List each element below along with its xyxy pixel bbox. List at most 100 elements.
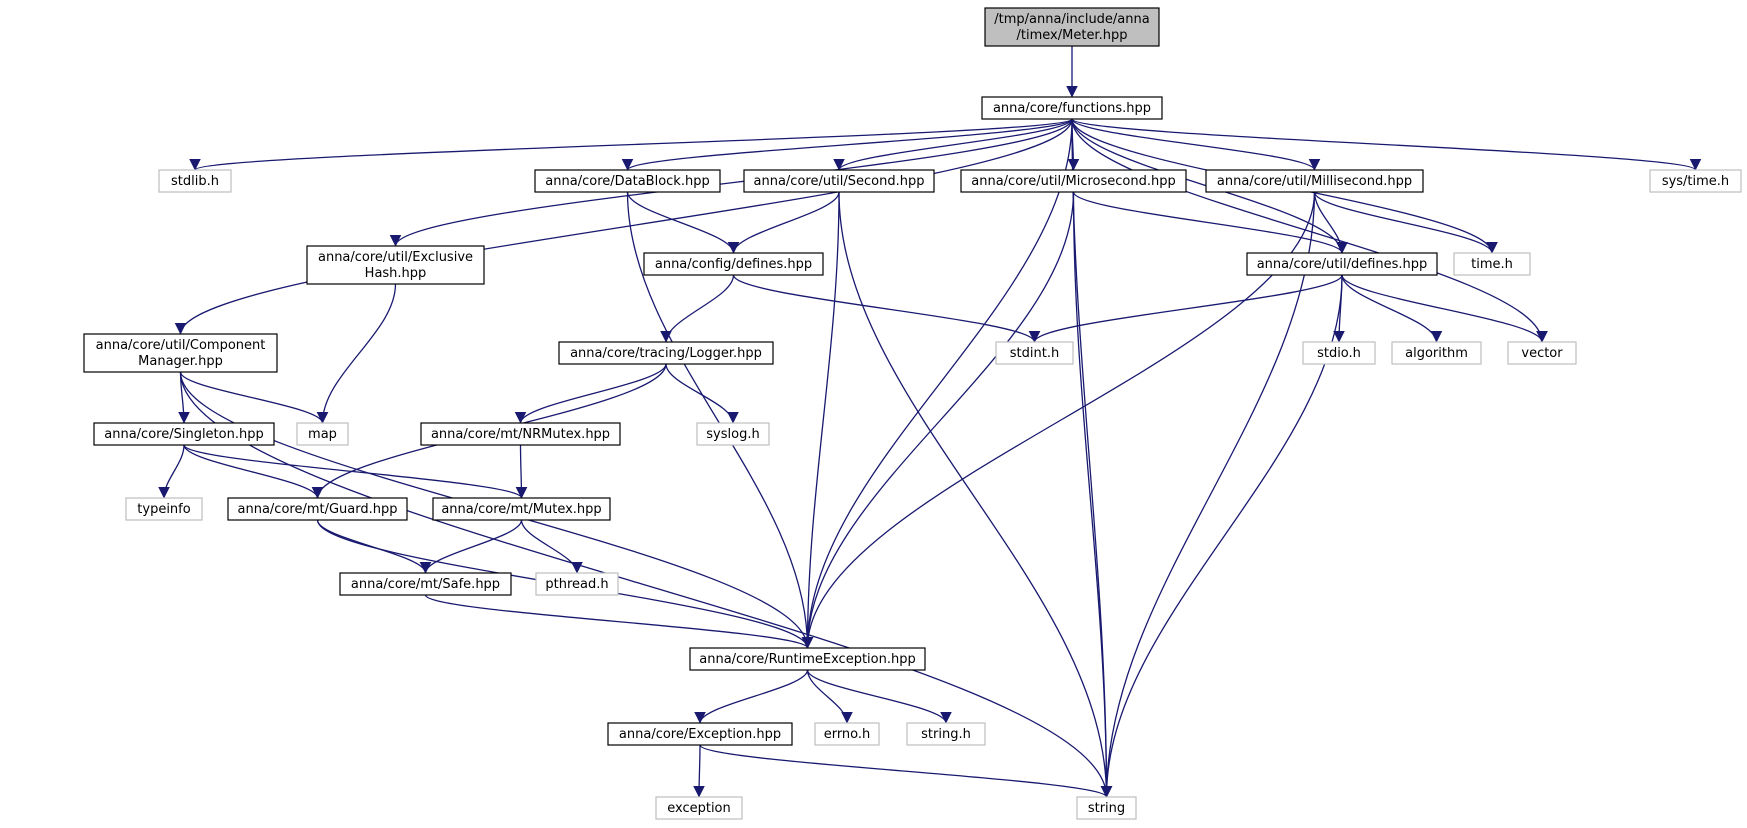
edge-functions-to-millisecond: [1071, 118, 1321, 171]
node-box-singleton[interactable]: [93, 422, 275, 446]
node-box-exclusivehash[interactable]: [306, 245, 485, 285]
edge-functions-to-second: [833, 118, 1073, 171]
node-label-mutex: anna/core/mt/Mutex.hpp: [441, 502, 601, 517]
node-box-runtimeexception[interactable]: [689, 647, 926, 671]
node-layer: /tmp/anna/include/anna/timex/Meter.hpp an…: [83, 7, 1742, 820]
node-box-datablock[interactable]: [534, 169, 721, 193]
node-box-utildefines[interactable]: [1246, 252, 1438, 276]
node-mutex[interactable]: anna/core/mt/Mutex.hpp: [432, 497, 611, 521]
edge-functions-to-systime: [1071, 118, 1701, 171]
node-label-systime: sys/time.h: [1662, 174, 1729, 189]
node-guard[interactable]: anna/core/mt/Guard.hpp: [227, 497, 408, 521]
node-label-meter: /tmp/anna/include/anna: [994, 12, 1149, 27]
node-label-exclusivehash: anna/core/util/Exclusive: [318, 250, 473, 265]
node-millisecond[interactable]: anna/core/util/Millisecond.hpp: [1205, 169, 1424, 193]
node-box-timeh: [1453, 252, 1531, 276]
node-stdint: stdint.h: [995, 341, 1074, 365]
node-syslog: syslog.h: [696, 422, 770, 446]
edge-utildefines-to-stdint: [1028, 274, 1343, 343]
node-configdefines[interactable]: anna/config/defines.hpp: [643, 252, 824, 276]
edge-singleton-to-guard: [183, 444, 324, 499]
node-singleton[interactable]: anna/core/Singleton.hpp: [93, 422, 275, 446]
node-safe[interactable]: anna/core/mt/Safe.hpp: [339, 572, 512, 596]
node-label-syslog: syslog.h: [706, 427, 759, 442]
node-label-errno: errno.h: [824, 727, 871, 742]
node-nrmutex[interactable]: anna/core/mt/NRMutex.hpp: [420, 422, 621, 446]
node-box-componentmanager[interactable]: [83, 333, 278, 373]
edge-utildefines-to-vector: [1341, 274, 1548, 343]
edge-runtimeexception-to-errno: [806, 669, 853, 724]
node-box-guard[interactable]: [227, 497, 408, 521]
node-datablock[interactable]: anna/core/DataBlock.hpp: [534, 169, 721, 193]
node-box-pthread: [535, 572, 619, 596]
node-label-nrmutex: anna/core/mt/NRMutex.hpp: [431, 427, 610, 442]
node-microsecond[interactable]: anna/core/util/Microsecond.hpp: [960, 169, 1187, 193]
edge-functions-to-exclusivehash: [389, 118, 1073, 247]
node-meter: /tmp/anna/include/anna/timex/Meter.hpp: [984, 7, 1160, 47]
node-logger[interactable]: anna/core/tracing/Logger.hpp: [558, 341, 774, 365]
node-box-safe[interactable]: [339, 572, 512, 596]
node-box-configdefines[interactable]: [643, 252, 824, 276]
edge-functions-to-runtimeexception: [801, 118, 1073, 649]
edge-microsecond-to-utildefines: [1072, 191, 1348, 254]
edge-second-to-configdefines: [727, 191, 840, 254]
edge-utildefines-to-algorithm: [1341, 274, 1443, 343]
node-exception: exception: [655, 796, 743, 820]
node-box-mutex[interactable]: [432, 497, 611, 521]
node-label-singleton: anna/core/Singleton.hpp: [104, 427, 263, 442]
edge-safe-to-runtimeexception: [424, 594, 814, 649]
edge-functions-to-componentmanager: [174, 118, 1073, 335]
node-label-map: map: [308, 427, 337, 442]
node-box-typeinfo: [125, 497, 203, 521]
node-utildefines[interactable]: anna/core/util/defines.hpp: [1246, 252, 1438, 276]
node-box-exceptionhpp[interactable]: [607, 722, 793, 746]
node-box-microsecond[interactable]: [960, 169, 1187, 193]
node-pthread: pthread.h: [535, 572, 619, 596]
node-label-logger: anna/core/tracing/Logger.hpp: [570, 346, 762, 361]
node-timeh: time.h: [1453, 252, 1531, 276]
edge-singleton-to-mutex: [183, 444, 528, 499]
node-stringh: string.h: [906, 722, 986, 746]
node-box-stdint: [995, 341, 1074, 365]
node-box-exception: [655, 796, 743, 820]
edge-microsecond-to-runtimeexception: [801, 191, 1075, 649]
node-label-stringh: string.h: [921, 727, 971, 742]
node-functions[interactable]: anna/core/functions.hpp: [981, 96, 1163, 120]
node-runtimeexception[interactable]: anna/core/RuntimeException.hpp: [689, 647, 926, 671]
edge-configdefines-to-stdint: [732, 274, 1041, 343]
node-second[interactable]: anna/core/util/Second.hpp: [743, 169, 935, 193]
edge-configdefines-to-logger: [660, 274, 735, 343]
node-box-systime: [1649, 169, 1742, 193]
edge-componentmanager-to-map: [179, 371, 329, 424]
node-label-guard: anna/core/mt/Guard.hpp: [238, 502, 398, 517]
node-box-algorithm: [1391, 341, 1482, 365]
node-box-stdio: [1302, 341, 1376, 365]
edge-microsecond-to-string: [1072, 191, 1113, 798]
edge-millisecond-to-runtimeexception: [801, 191, 1316, 649]
node-algorithm: algorithm: [1391, 341, 1482, 365]
node-box-map: [296, 422, 349, 446]
edge-exclusivehash-to-map: [316, 283, 397, 424]
node-label-functions: anna/core/functions.hpp: [993, 101, 1151, 116]
node-label-timeh: time.h: [1471, 257, 1513, 272]
node-box-logger[interactable]: [558, 341, 774, 365]
node-label-meter: /timex/Meter.hpp: [1017, 28, 1128, 43]
node-box-second[interactable]: [743, 169, 935, 193]
node-box-millisecond[interactable]: [1205, 169, 1424, 193]
node-label-vector: vector: [1521, 346, 1563, 361]
edge-millisecond-to-utildefines: [1313, 191, 1348, 254]
node-box-nrmutex[interactable]: [420, 422, 621, 446]
node-box-functions[interactable]: [981, 96, 1163, 120]
node-label-millisecond: anna/core/util/Millisecond.hpp: [1217, 174, 1412, 189]
node-box-syslog: [696, 422, 770, 446]
node-typeinfo: typeinfo: [125, 497, 203, 521]
node-stdio: stdio.h: [1302, 341, 1376, 365]
edge-mutex-to-pthread: [520, 519, 583, 574]
node-label-stdint: stdint.h: [1010, 346, 1059, 361]
node-exceptionhpp[interactable]: anna/core/Exception.hpp: [607, 722, 793, 746]
edge-exceptionhpp-to-string: [699, 744, 1113, 798]
node-string: string: [1076, 796, 1137, 820]
